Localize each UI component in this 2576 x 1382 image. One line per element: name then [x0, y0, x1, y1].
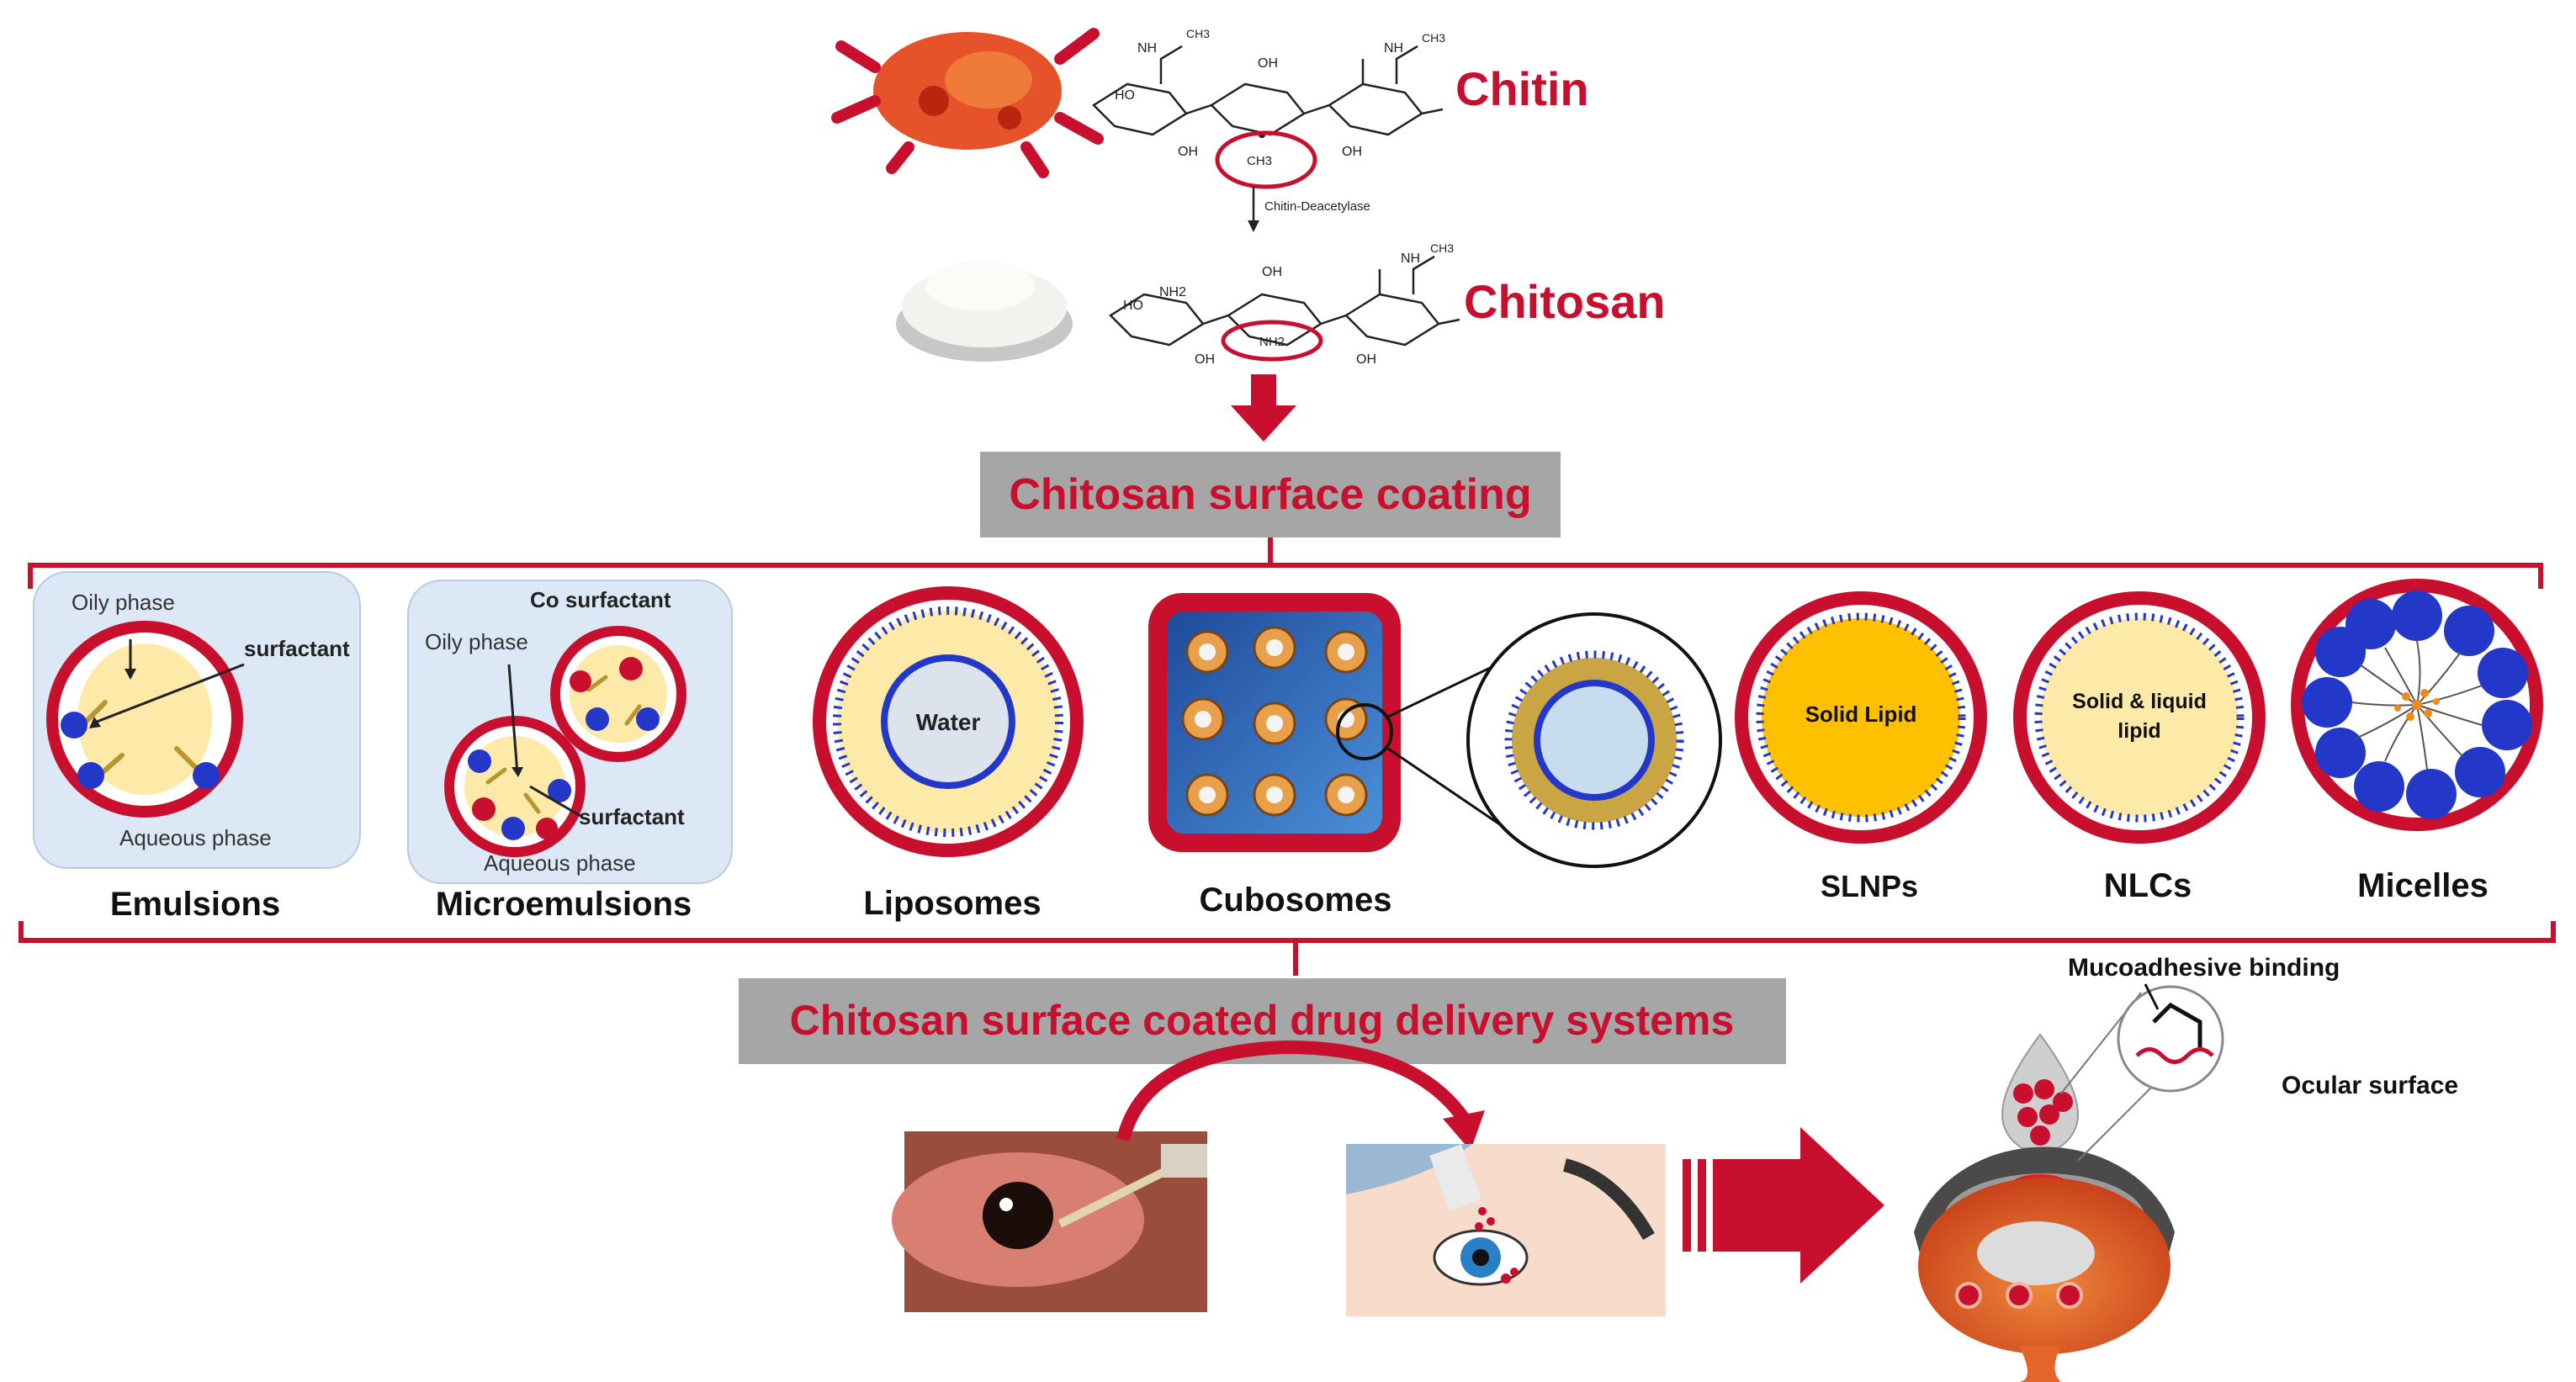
nlc-graphic [2013, 591, 2266, 844]
ocular-surface-label: Ocular surface [2282, 1072, 2458, 1099]
eye-drop-illustration [1346, 1144, 1666, 1316]
acetyl-group-text: CH3 [1247, 154, 1272, 168]
svg-text:NH2: NH2 [1159, 285, 1186, 299]
microemulsion-panel [407, 580, 733, 884]
slnp-graphic [1735, 591, 1987, 844]
amine-group-text: NH2 [1259, 335, 1285, 349]
animal-eye-photo [892, 1131, 1207, 1312]
microemulsions-title: Microemulsions [436, 886, 692, 923]
mucoadhesive-label: Mucoadhesive binding [2068, 954, 2340, 982]
svg-text:OH: OH [1262, 265, 1282, 279]
nlc-core-label-line2: lipid [2118, 719, 2160, 743]
curved-arrow [1116, 1040, 1470, 1142]
chitosan-powder-image [896, 261, 1073, 362]
enzyme-label: Chitin-Deacetylase [1264, 199, 1370, 214]
svg-text:CH3: CH3 [1186, 27, 1210, 40]
amine-group-highlight [1221, 320, 1323, 362]
top-bracket [28, 563, 2543, 589]
acetyl-group-highlight [1215, 130, 1317, 189]
chitin-label: Chitin [1455, 62, 1589, 115]
liposomes-title: Liposomes [863, 885, 1041, 922]
deacetylase-arrow-head [1248, 220, 1259, 232]
coating-banner: Chitosan surface coating [980, 452, 1561, 537]
right-arrow-icon [1683, 1127, 1884, 1284]
liposome-core-label: Water [916, 709, 981, 735]
svg-text:CH3: CH3 [1422, 31, 1445, 45]
emulsion-surfactant-label: surfactant [244, 636, 350, 661]
slnp-core-label: Solid Lipid [1805, 702, 1917, 727]
microemulsion-cosurfactant-label: Co surfactant [530, 587, 671, 612]
liposome-graphic [813, 586, 1084, 857]
coating-banner-text: Chitosan surface coating [1009, 470, 1531, 519]
nlc-core-label-line1: Solid & liquid [2072, 690, 2207, 713]
micelles-title: Micelles [2357, 867, 2489, 904]
bottom-bracket [19, 921, 2556, 943]
microemulsion-oily-label: Oily phase [425, 629, 528, 654]
down-arrow-icon [1231, 374, 1296, 442]
emulsion-panel [33, 571, 361, 869]
emulsion-oily-label: Oily phase [72, 590, 175, 615]
chitosan-structure: NH2 NH HO OH OH OH CH3 [1109, 241, 1460, 367]
microemulsion-aqueous-label: Aqueous phase [484, 850, 636, 876]
cubosomes-title: Cubosomes [1200, 882, 1392, 919]
curved-arrow-head [1443, 1110, 1485, 1151]
svg-text:HO: HO [1123, 299, 1143, 313]
microemulsion-surfactant-label: surfactant [579, 804, 685, 829]
emulsions-title: Emulsions [110, 886, 280, 923]
svg-text:OH: OH [1195, 352, 1215, 367]
svg-text:HO: HO [1115, 88, 1135, 103]
crab-image [831, 28, 1104, 178]
svg-text:NH: NH [1401, 252, 1420, 266]
svg-text:OH: OH [1356, 352, 1376, 367]
nlcs-title: NLCs [2104, 867, 2192, 904]
delivery-banner-text: Chitosan surface coated drug delivery sy… [790, 997, 1735, 1044]
mucoadhesive-zoom [2060, 983, 2224, 1162]
svg-text:NH: NH [1137, 41, 1157, 56]
svg-text:CH3: CH3 [1430, 241, 1454, 255]
eyeball-cross-section [1914, 1033, 2175, 1382]
svg-text:NH: NH [1384, 41, 1403, 56]
svg-text:OH: OH [1258, 56, 1278, 71]
cubosome-graphic [1148, 593, 1722, 868]
chitosan-label: Chitosan [1464, 275, 1666, 328]
svg-text:OH: OH [1178, 145, 1198, 159]
slnps-title: SLNPs [1821, 869, 1918, 903]
chitin-structure: NH NH HO OH OH OH CH3 CH3 [1092, 27, 1445, 159]
emulsion-aqueous-label: Aqueous phase [119, 825, 272, 850]
svg-text:OH: OH [1342, 145, 1362, 159]
micelle-graphic [2291, 579, 2543, 831]
